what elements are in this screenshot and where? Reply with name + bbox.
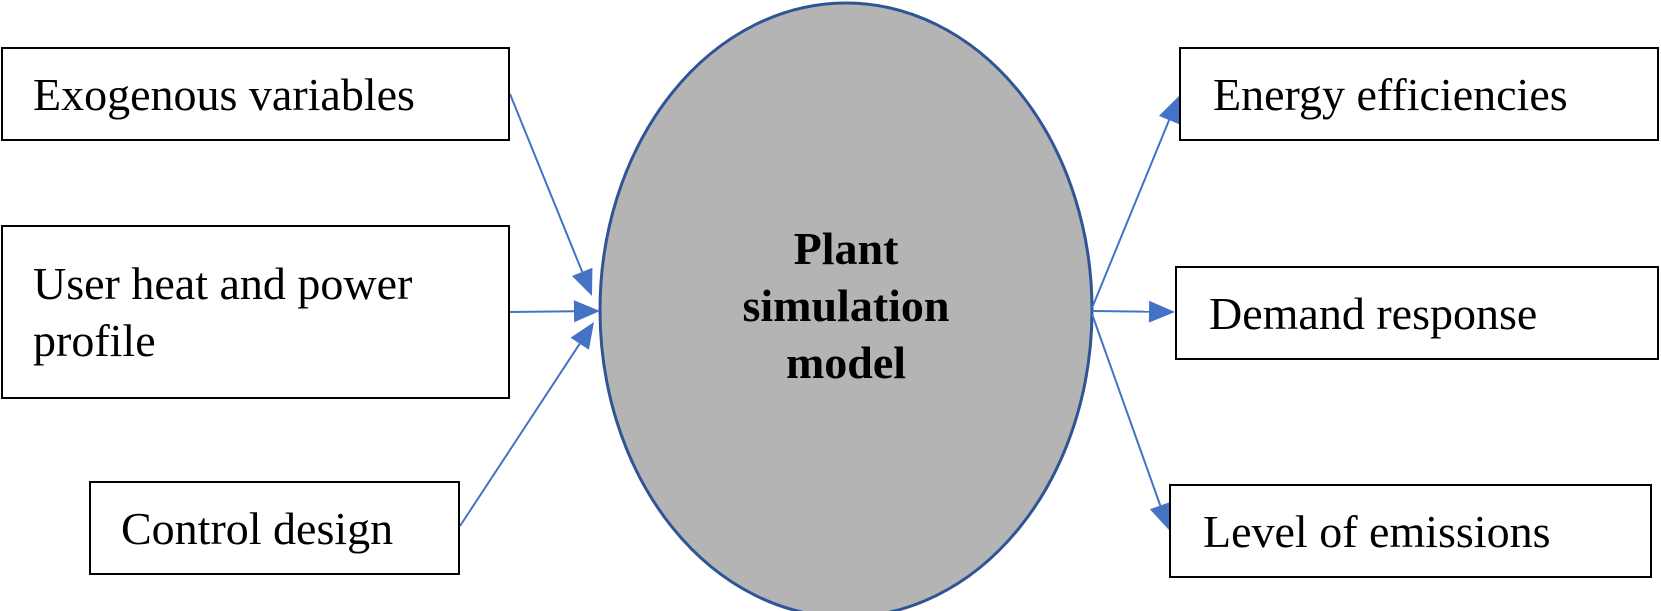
output-label-energy-efficiencies: Energy efficiencies [1213,68,1568,120]
output-label-demand-response: Demand response [1209,287,1538,339]
input-box-user-heat-power-profile: User heat and power profile [1,225,510,399]
input-box-exogenous-variables: Exogenous variables [1,47,510,141]
input-box-control-design: Control design [89,481,460,575]
output-box-level-of-emissions: Level of emissions [1169,484,1652,578]
arrow-user-to-model-head [573,300,600,323]
arrow-control-to-model-line [459,343,581,527]
arrow-exogenous-to-model-head [572,267,593,296]
arrow-model-to-demand [1091,300,1175,323]
arrow-exogenous-to-model [509,93,593,296]
arrows-layer [459,93,1180,530]
arrow-model-to-demand-line [1091,310,1150,313]
input-label-exogenous-variables: Exogenous variables [33,68,415,120]
arrow-model-to-energy-head [1158,96,1180,125]
output-label-level-of-emissions: Level of emissions [1203,505,1551,557]
arrow-user-to-model-line [509,310,575,313]
input-label-control-design: Control design [121,502,394,554]
arrow-model-to-energy-line [1091,119,1171,309]
arrow-control-to-model [459,322,594,527]
arrow-user-to-model [509,300,600,323]
arrow-model-to-energy [1091,96,1180,309]
arrow-model-to-emissions [1091,313,1171,530]
arrow-model-to-demand-head [1148,300,1175,323]
plant-model-label: Plant simulation model [742,223,950,388]
arrow-exogenous-to-model-line [509,93,584,273]
arrow-control-to-model-head [570,322,594,350]
arrow-model-to-emissions-head [1149,501,1171,530]
plant-model-ellipse [598,1,1094,611]
arrow-model-to-emissions-line [1091,313,1162,506]
output-box-demand-response: Demand response [1175,266,1659,360]
output-box-energy-efficiencies: Energy efficiencies [1179,47,1659,141]
input-label-user-heat-power-profile: User heat and power profile [33,258,413,366]
